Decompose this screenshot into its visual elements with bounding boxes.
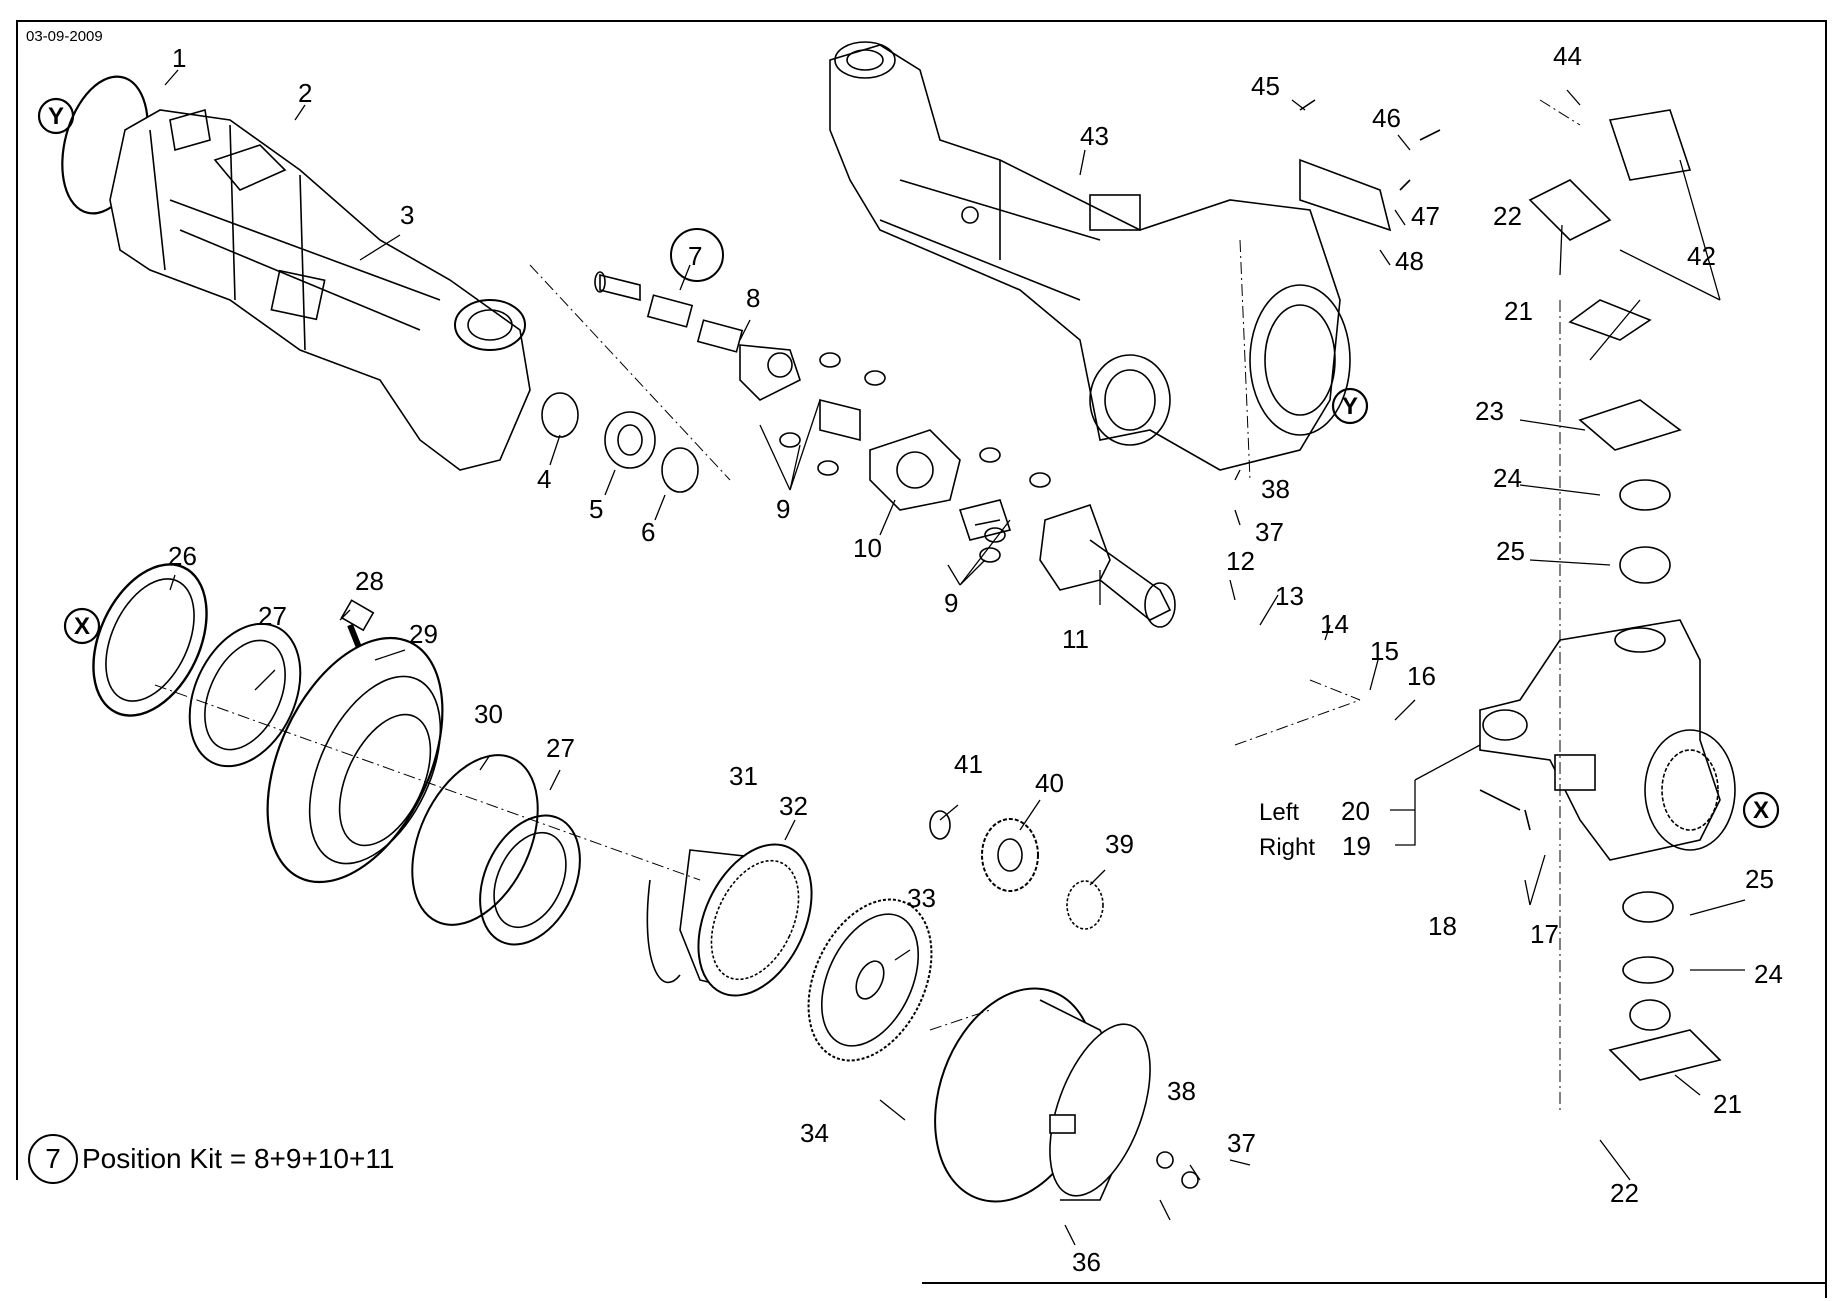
planet-carrier [807, 898, 933, 1062]
callout-21-lower: 21 [1713, 1089, 1742, 1119]
callout-20: 20 [1341, 796, 1370, 826]
callout-27-lower: 27 [546, 733, 575, 763]
marker-x-right: X [1742, 791, 1780, 829]
callout-16: 16 [1407, 661, 1436, 691]
side-label-left: Left [1259, 799, 1299, 826]
callout-18: 18 [1428, 911, 1457, 941]
callout-33: 33 [907, 883, 936, 913]
callout-27-upper: 27 [258, 601, 287, 631]
leader-lines [164, 69, 1746, 1246]
callout-9-lower: 9 [944, 588, 958, 618]
callout-28: 28 [355, 566, 384, 596]
marker-x-left-label: X [74, 613, 90, 640]
callout-23: 23 [1475, 396, 1504, 426]
o-ring-and-bearing [411, 754, 581, 946]
callout-24-upper: 24 [1493, 463, 1522, 493]
callout-39: 39 [1105, 829, 1134, 859]
callout-36: 36 [1072, 1247, 1101, 1277]
callout-26: 26 [168, 541, 197, 571]
hub-cover [934, 987, 1199, 1203]
marker-x-right-label: X [1753, 797, 1769, 824]
callout-25-lower: 25 [1745, 864, 1774, 894]
callout-45: 45 [1251, 71, 1280, 101]
axle-housing-left [61, 75, 531, 471]
position-kit-note: 7 Position Kit = 8+9+10+11 [28, 1134, 394, 1184]
kit-description: Position Kit = 8+9+10+11 [82, 1143, 395, 1174]
callout-38-upper: 38 [1261, 474, 1290, 504]
callout-12: 12 [1226, 546, 1255, 576]
drawing-date: 03-09-2009 [26, 28, 103, 45]
callout-38-lower: 38 [1167, 1076, 1196, 1106]
callout-7: 7 [688, 241, 702, 271]
seals-and-bearings-left [92, 563, 375, 768]
frame-bottom-border [922, 1282, 1827, 1284]
callout-19: 19 [1342, 831, 1371, 861]
ring-gear [646, 843, 813, 997]
callout-44: 44 [1553, 41, 1582, 71]
callout-48: 48 [1395, 246, 1424, 276]
callout-labels: 1 2 3 4 5 6 7 8 9 9 10 11 12 13 14 15 16… [168, 41, 1783, 1277]
steering-knuckle [1299, 99, 1736, 1081]
frame-right-border [1825, 20, 1827, 1298]
frame-left-border [16, 20, 18, 1180]
callout-34: 34 [800, 1118, 829, 1148]
callout-4: 4 [537, 464, 551, 494]
callout-11: 11 [1062, 624, 1089, 654]
reference-markers: Y Y X X [37, 97, 1780, 829]
callout-3: 3 [400, 200, 414, 230]
callout-15: 15 [1370, 636, 1399, 666]
assembly-lines [154, 99, 1581, 1110]
callout-13: 13 [1275, 581, 1304, 611]
callout-32: 32 [779, 791, 808, 821]
callout-31: 31 [729, 761, 758, 791]
callout-30: 30 [474, 699, 503, 729]
callout-8: 8 [746, 283, 760, 313]
callout-14: 14 [1320, 609, 1349, 639]
hub-flange [266, 636, 444, 884]
callout-41: 41 [954, 749, 983, 779]
callout-22-lower: 22 [1610, 1178, 1639, 1208]
bushings [541, 392, 699, 493]
marker-y-right: Y [1331, 387, 1369, 425]
callout-25-upper: 25 [1496, 536, 1525, 566]
callout-47: 47 [1411, 201, 1440, 231]
callout-37-upper: 37 [1255, 517, 1284, 547]
callout-1: 1 [172, 43, 186, 73]
marker-x-left: X [63, 607, 101, 645]
callout-10: 10 [853, 533, 882, 563]
callout-24-lower: 24 [1754, 959, 1783, 989]
callout-21-upper: 21 [1504, 296, 1533, 326]
marker-y-left: Y [37, 97, 75, 135]
callout-2: 2 [298, 78, 312, 108]
callout-22-upper: 22 [1493, 201, 1522, 231]
callout-43: 43 [1080, 121, 1109, 151]
callout-37-lower: 37 [1227, 1128, 1256, 1158]
frame-top-border [16, 20, 1827, 22]
callout-46: 46 [1372, 103, 1401, 133]
callout-29: 29 [409, 619, 438, 649]
planet-gears [929, 810, 1104, 930]
axle-housing-right [829, 41, 1351, 471]
drive-shaft-group [594, 271, 1176, 628]
kit-number-circle: 7 [28, 1134, 78, 1184]
callout-42: 42 [1687, 241, 1716, 271]
callout-40: 40 [1035, 768, 1064, 798]
callout-6: 6 [641, 517, 655, 547]
marker-y-left-label: Y [48, 103, 64, 130]
side-label-right: Right [1259, 834, 1315, 861]
callout-9-upper: 9 [776, 494, 790, 524]
callout-17: 17 [1530, 919, 1559, 949]
callout-5: 5 [589, 494, 603, 524]
marker-y-right-label: Y [1342, 393, 1358, 420]
